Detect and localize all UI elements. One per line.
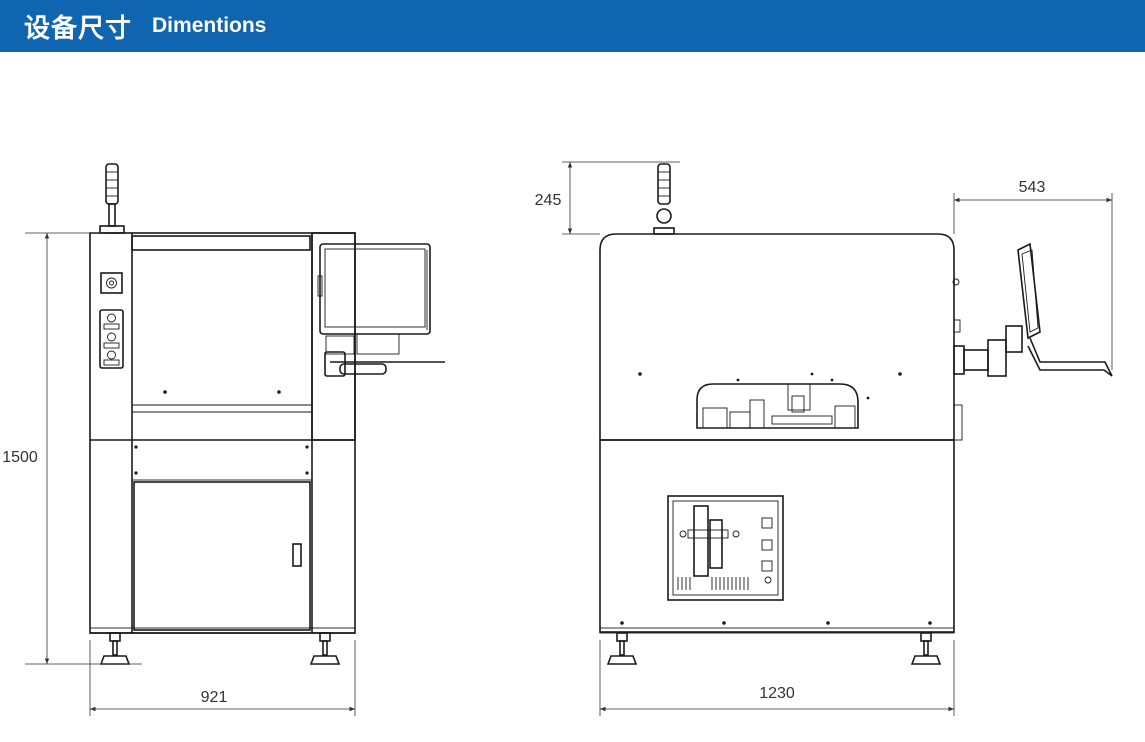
side-view [599,163,1113,665]
title-english: Dimentions [152,14,267,37]
monitor-reach-value: 543 [1019,179,1046,196]
tower-height-value: 245 [535,192,562,209]
side-monitor-arm [953,242,1113,377]
side-signal-tower [653,163,675,235]
front-cabinet [89,232,356,634]
side-width-value: 1230 [759,685,795,702]
front-control-panel [99,272,124,369]
front-view [89,163,445,665]
front-monitor [311,232,445,441]
monitor-reach-dimension: 543 [953,179,1113,370]
side-width-dimension: 1230 [599,640,955,716]
door-handle [292,543,302,567]
front-height-dimension: 1500 [2,232,142,665]
title-banner: 设备尺寸 Dimentions [0,0,1145,52]
side-upper-body [599,233,955,440]
front-width-value: 921 [201,689,228,706]
side-feet [606,632,942,665]
title-chinese: 设备尺寸 [24,13,133,44]
tower-height-dimension: 245 [535,161,680,235]
front-width-dimension: 921 [89,640,356,716]
front-signal-tower [99,163,125,234]
front-feet [99,632,341,665]
side-conveyor-window [696,383,859,429]
side-pneumatic-panel [667,495,784,601]
side-lower-body [599,439,955,633]
height-value: 1500 [2,449,38,466]
